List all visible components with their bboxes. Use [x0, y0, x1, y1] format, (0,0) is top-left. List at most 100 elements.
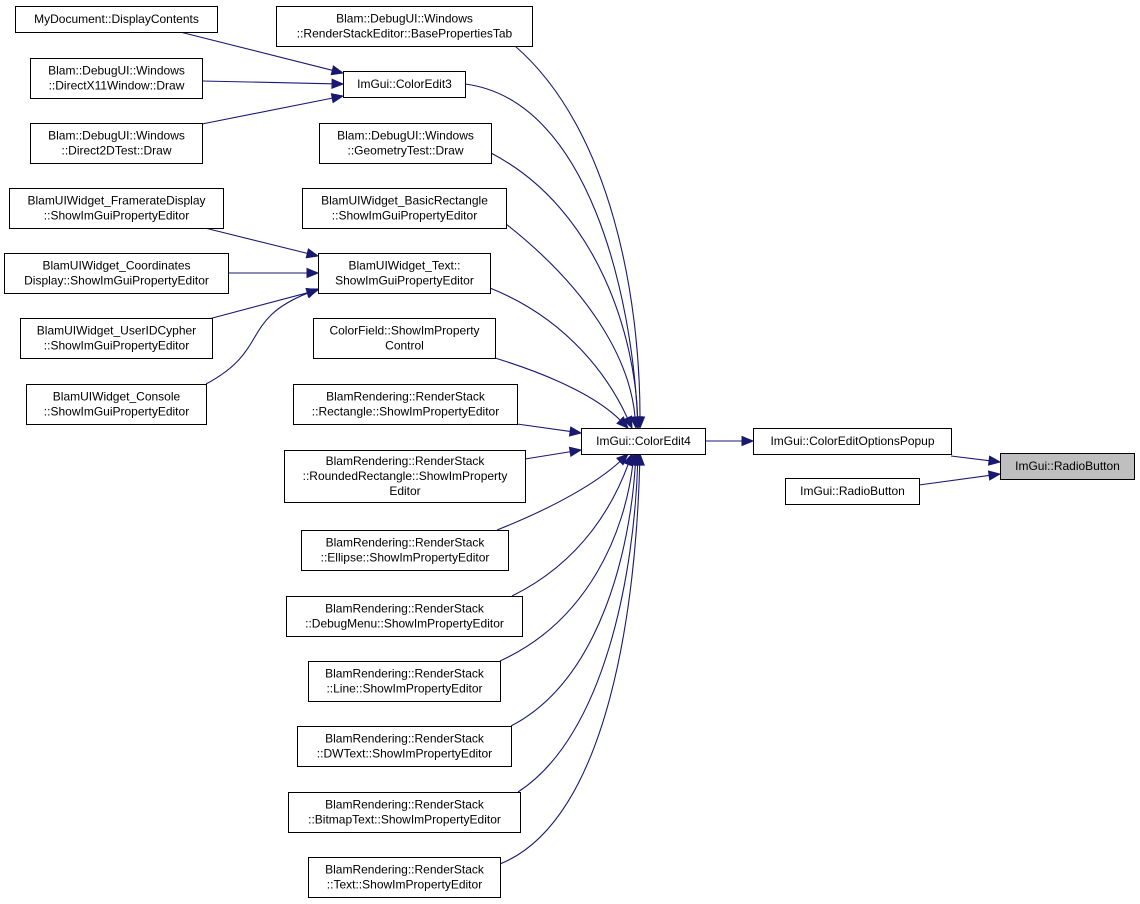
node-label-rs_line-line-1: ::Line::ShowImPropertyEditor — [326, 682, 482, 696]
edge-basepropertiestab-to-coloredit4 — [514, 45, 641, 418]
node-label-rs_ellipse-line-0: BlamRendering::RenderStack — [326, 536, 486, 550]
node-label-framerate-line-1: ::ShowImGuiPropertyEditor — [44, 209, 189, 223]
node-label-coordinates-line-0: BlamUIWidget_Coordinates — [42, 259, 190, 273]
node-label-rs_dwtext-line-1: ::DWText::ShowImPropertyEditor — [317, 747, 492, 761]
node-directx11[interactable]: Blam::DebugUI::Windows::DirectX11Window:… — [30, 58, 203, 99]
node-coloredit3[interactable]: ImGui::ColorEdit3 — [343, 71, 466, 98]
node-label-rs_debugmenu-line-1: ::DebugMenu::ShowImPropertyEditor — [305, 617, 504, 631]
node-box-text_widget — [318, 253, 491, 294]
edge-directx11-to-coloredit3 — [201, 80, 333, 85]
node-label-colorfield-line-1: Control — [385, 339, 424, 353]
node-basepropertiestab[interactable]: Blam::DebugUI::Windows::RenderStackEdito… — [276, 6, 533, 47]
arrowhead-rs_ellipse-to-coloredit4 — [616, 453, 629, 466]
node-box-basepropertiestab — [276, 6, 533, 47]
node-label-directx11-line-0: Blam::DebugUI::Windows — [48, 64, 185, 78]
node-label-basepropertiestab-line-0: Blam::DebugUI::Windows — [336, 12, 473, 26]
node-label-geometrytest-line-1: ::GeometryTest::Draw — [347, 144, 463, 158]
node-rs_bitmaptext[interactable]: BlamRendering::RenderStack::BitmapText::… — [288, 792, 521, 833]
node-framerate[interactable]: BlamUIWidget_FramerateDisplay::ShowImGui… — [9, 188, 224, 229]
edge-radiobutton_overload-to-radiobutton_main — [918, 474, 990, 486]
node-box-colorfield — [313, 318, 496, 359]
node-rs_rectangle[interactable]: BlamRendering::RenderStack::Rectangle::S… — [293, 384, 518, 425]
node-box-rs_line — [308, 661, 501, 702]
edge-framerate-to-text_widget — [204, 227, 308, 254]
node-label-rs_rectangle-line-1: ::Rectangle::ShowImPropertyEditor — [312, 405, 499, 419]
node-mydocument[interactable]: MyDocument::DisplayContents — [15, 6, 218, 33]
node-box-basicrectangle — [302, 188, 507, 229]
node-box-rs_text — [308, 857, 501, 898]
node-box-rs_rectangle — [293, 384, 518, 425]
edge-useridcypher-to-text_widget — [204, 292, 308, 321]
node-box-rs_roundedrect — [284, 450, 526, 503]
arrowhead-coloredit4-to-coloreditoptionspopup — [741, 435, 755, 447]
arrowhead-coordinates-to-text_widget — [306, 267, 320, 279]
node-label-text_widget-line-0: BlamUIWidget_Text:: — [348, 259, 460, 273]
edge-rs_debugmenu-to-coloredit4 — [511, 464, 629, 597]
node-text_widget[interactable]: BlamUIWidget_Text::ShowImGuiPropertyEdit… — [318, 253, 491, 294]
edge-rs_text-to-coloredit4 — [499, 464, 641, 865]
node-label-basicrectangle-line-1: ::ShowImGuiPropertyEditor — [332, 209, 477, 223]
node-label-radiobutton_main-line-0: ImGui::RadioButton — [1015, 459, 1120, 473]
node-label-rs_rectangle-line-0: BlamRendering::RenderStack — [326, 390, 486, 404]
edge-rs_ellipse-to-coloredit4 — [496, 461, 621, 531]
node-box-coloredit4 — [581, 428, 706, 455]
node-box-useridcypher — [20, 318, 213, 359]
arrowhead-coloreditoptionspopup-to-radiobutton_main — [987, 455, 1002, 466]
node-box-framerate — [9, 188, 224, 229]
node-box-mydocument — [15, 6, 218, 33]
node-label-coloreditoptionspopup-line-0: ImGui::ColorEditOptionsPopup — [770, 434, 934, 448]
node-label-framerate-line-0: BlamUIWidget_FramerateDisplay — [27, 194, 205, 208]
node-rs_line[interactable]: BlamRendering::RenderStack::Line::ShowIm… — [308, 661, 501, 702]
edge-coloredit3-to-coloredit4 — [464, 83, 639, 418]
node-box-radiobutton_overload — [785, 478, 920, 505]
node-coloredit4[interactable]: ImGui::ColorEdit4 — [581, 428, 706, 455]
node-box-coloreditoptionspopup — [753, 428, 952, 455]
edge-text_widget-to-coloredit4 — [489, 287, 628, 419]
node-label-radiobutton_overload-line-0: ImGui::RadioButton — [800, 484, 905, 498]
node-label-rs_ellipse-line-1: ::Ellipse::ShowImPropertyEditor — [321, 551, 490, 565]
node-label-basepropertiestab-line-1: ::RenderStackEditor::BasePropertiesTab — [297, 27, 513, 41]
node-console[interactable]: BlamUIWidget_Console::ShowImGuiPropertyE… — [26, 384, 207, 425]
graph-nodes: ImGui::RadioButton ImGui::ColorEditOption… — [4, 6, 1135, 898]
node-label-mydocument-line-0: MyDocument::DisplayContents — [34, 12, 199, 26]
node-label-rs_text-line-1: ::Text::ShowImPropertyEditor — [327, 878, 482, 892]
node-coordinates[interactable]: BlamUIWidget_CoordinatesDisplay::ShowImG… — [4, 253, 229, 294]
edge-geometrytest-to-coloredit4 — [490, 152, 639, 418]
node-label-rs_bitmaptext-line-0: BlamRendering::RenderStack — [325, 798, 485, 812]
node-label-basicrectangle-line-0: BlamUIWidget_BasicRectangle — [321, 194, 488, 208]
node-rs_text[interactable]: BlamRendering::RenderStack::Text::ShowIm… — [308, 857, 501, 898]
arrowhead-text_widget-to-coloredit4 — [622, 415, 633, 430]
node-useridcypher[interactable]: BlamUIWidget_UserIDCypher::ShowImGuiProp… — [20, 318, 213, 359]
node-label-coloredit3-line-0: ImGui::ColorEdit3 — [357, 77, 452, 91]
node-box-rs_debugmenu — [286, 596, 523, 637]
node-rs_dwtext[interactable]: BlamRendering::RenderStack::DWText::Show… — [297, 726, 512, 767]
node-rs_debugmenu[interactable]: BlamRendering::RenderStack::DebugMenu::S… — [286, 596, 523, 637]
node-rs_roundedrect[interactable]: BlamRendering::RenderStack::RoundedRecta… — [284, 450, 526, 503]
node-box-direct2d — [30, 123, 203, 164]
node-label-coordinates-line-1: Display::ShowImGuiPropertyEditor — [24, 274, 209, 288]
arrowhead-radiobutton_overload-to-radiobutton_main — [987, 470, 1002, 481]
node-geometrytest[interactable]: Blam::DebugUI::Windows::GeometryTest::Dr… — [319, 123, 492, 164]
node-label-console-line-1: ::ShowImGuiPropertyEditor — [44, 405, 189, 419]
arrowhead-basicrectangle-to-coloredit4 — [629, 416, 641, 430]
node-direct2d[interactable]: Blam::DebugUI::Windows::Direct2DTest::Dr… — [30, 123, 203, 164]
arrowhead-mydocument-to-coloredit3 — [330, 65, 345, 76]
arrowhead-framerate-to-text_widget — [305, 248, 320, 259]
node-radiobutton_overload[interactable]: ImGui::RadioButton — [785, 478, 920, 505]
node-label-rs_text-line-0: BlamRendering::RenderStack — [325, 863, 485, 877]
node-label-rs_line-line-0: BlamRendering::RenderStack — [325, 667, 485, 681]
arrowhead-console-to-text_widget — [305, 288, 320, 299]
edge-mydocument-to-coloredit3 — [179, 31, 333, 71]
edge-console-to-text_widget — [205, 292, 308, 385]
edge-rs_bitmaptext-to-coloredit4 — [517, 464, 639, 793]
arrowhead-rs_text-to-coloredit4 — [634, 452, 645, 466]
arrowhead-rs_rectangle-to-coloredit4 — [568, 426, 583, 437]
node-label-direct2d-line-0: Blam::DebugUI::Windows — [48, 129, 185, 143]
node-coloreditoptionspopup[interactable]: ImGui::ColorEditOptionsPopup — [753, 428, 952, 455]
node-basicrectangle[interactable]: BlamUIWidget_BasicRectangle::ShowImGuiPr… — [302, 188, 507, 229]
node-label-useridcypher-line-1: ::ShowImGuiPropertyEditor — [44, 339, 189, 353]
node-rs_ellipse[interactable]: BlamRendering::RenderStack::Ellipse::Sho… — [301, 530, 509, 571]
node-label-rs_bitmaptext-line-1: ::BitmapText::ShowImPropertyEditor — [308, 813, 501, 827]
